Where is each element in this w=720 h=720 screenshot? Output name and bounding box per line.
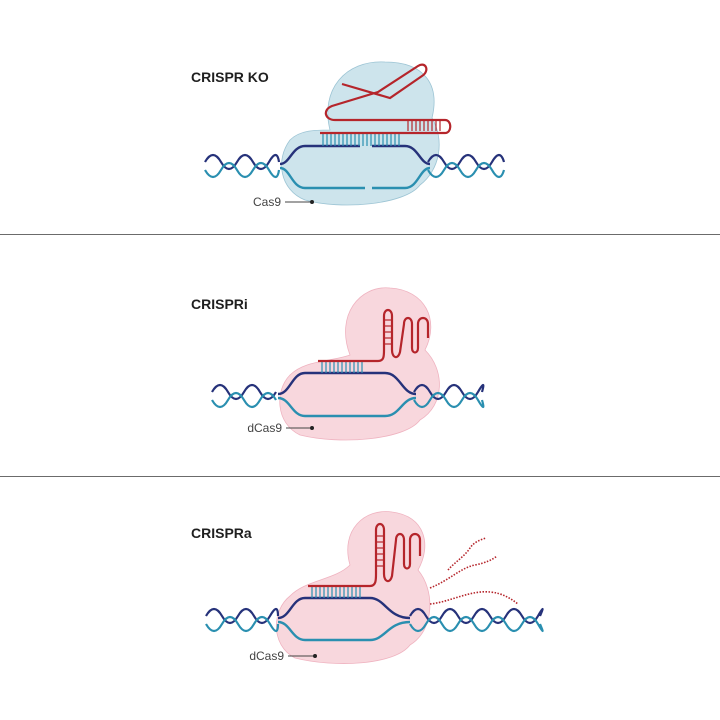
crispri-diagram: dCas9	[211, 287, 485, 441]
panel-crispra: dCas9 CRISPRa	[0, 480, 720, 720]
dna-top-strand-open	[277, 596, 411, 620]
dna-right	[409, 607, 544, 633]
dna-bottom-strand-open	[277, 396, 417, 418]
protein-label: Cas9	[253, 195, 281, 209]
dcas9-protein	[275, 511, 431, 664]
guide-base-pairs	[311, 586, 361, 598]
label-pointer-dot	[310, 426, 314, 430]
dna-right	[413, 383, 485, 409]
grna-stem-pairs	[407, 121, 441, 131]
dna-top-strand-open	[279, 144, 431, 166]
guide-rna	[318, 308, 430, 363]
dna-right	[427, 153, 506, 179]
panel-title: CRISPRi	[191, 296, 248, 312]
label-pointer-dot	[310, 200, 314, 204]
guide-rna	[308, 522, 422, 588]
panel-crispr-ko: Cas9 CRISPR KO	[0, 0, 720, 240]
dna-left	[204, 153, 281, 179]
rna-transcripts	[429, 537, 519, 605]
dna-bottom-strand-open	[279, 166, 431, 190]
protein-label: dCas9	[249, 649, 284, 663]
divider-2	[0, 476, 720, 477]
dna-left	[211, 383, 277, 409]
panel-crispri: dCas9 CRISPRi	[0, 240, 720, 480]
panel-title: CRISPRa	[191, 525, 252, 541]
dna-top-strand-open	[277, 371, 417, 396]
dna-bottom-strand-open	[277, 620, 411, 642]
guide-rna	[320, 63, 452, 135]
protein-label: dCas9	[247, 421, 282, 435]
divider-1	[0, 234, 720, 235]
grna-hairpin-pairs	[384, 319, 392, 345]
dna-left	[205, 607, 280, 633]
guide-base-pairs	[322, 133, 400, 146]
crispra-diagram: dCas9	[205, 511, 544, 664]
grna-hairpin-pairs	[376, 535, 384, 567]
guide-base-pairs	[321, 361, 363, 373]
panel-title: CRISPR KO	[191, 69, 269, 85]
dcas9-protein	[279, 287, 440, 441]
crispr-ko-diagram: Cas9	[204, 61, 506, 209]
label-pointer-dot	[313, 654, 317, 658]
